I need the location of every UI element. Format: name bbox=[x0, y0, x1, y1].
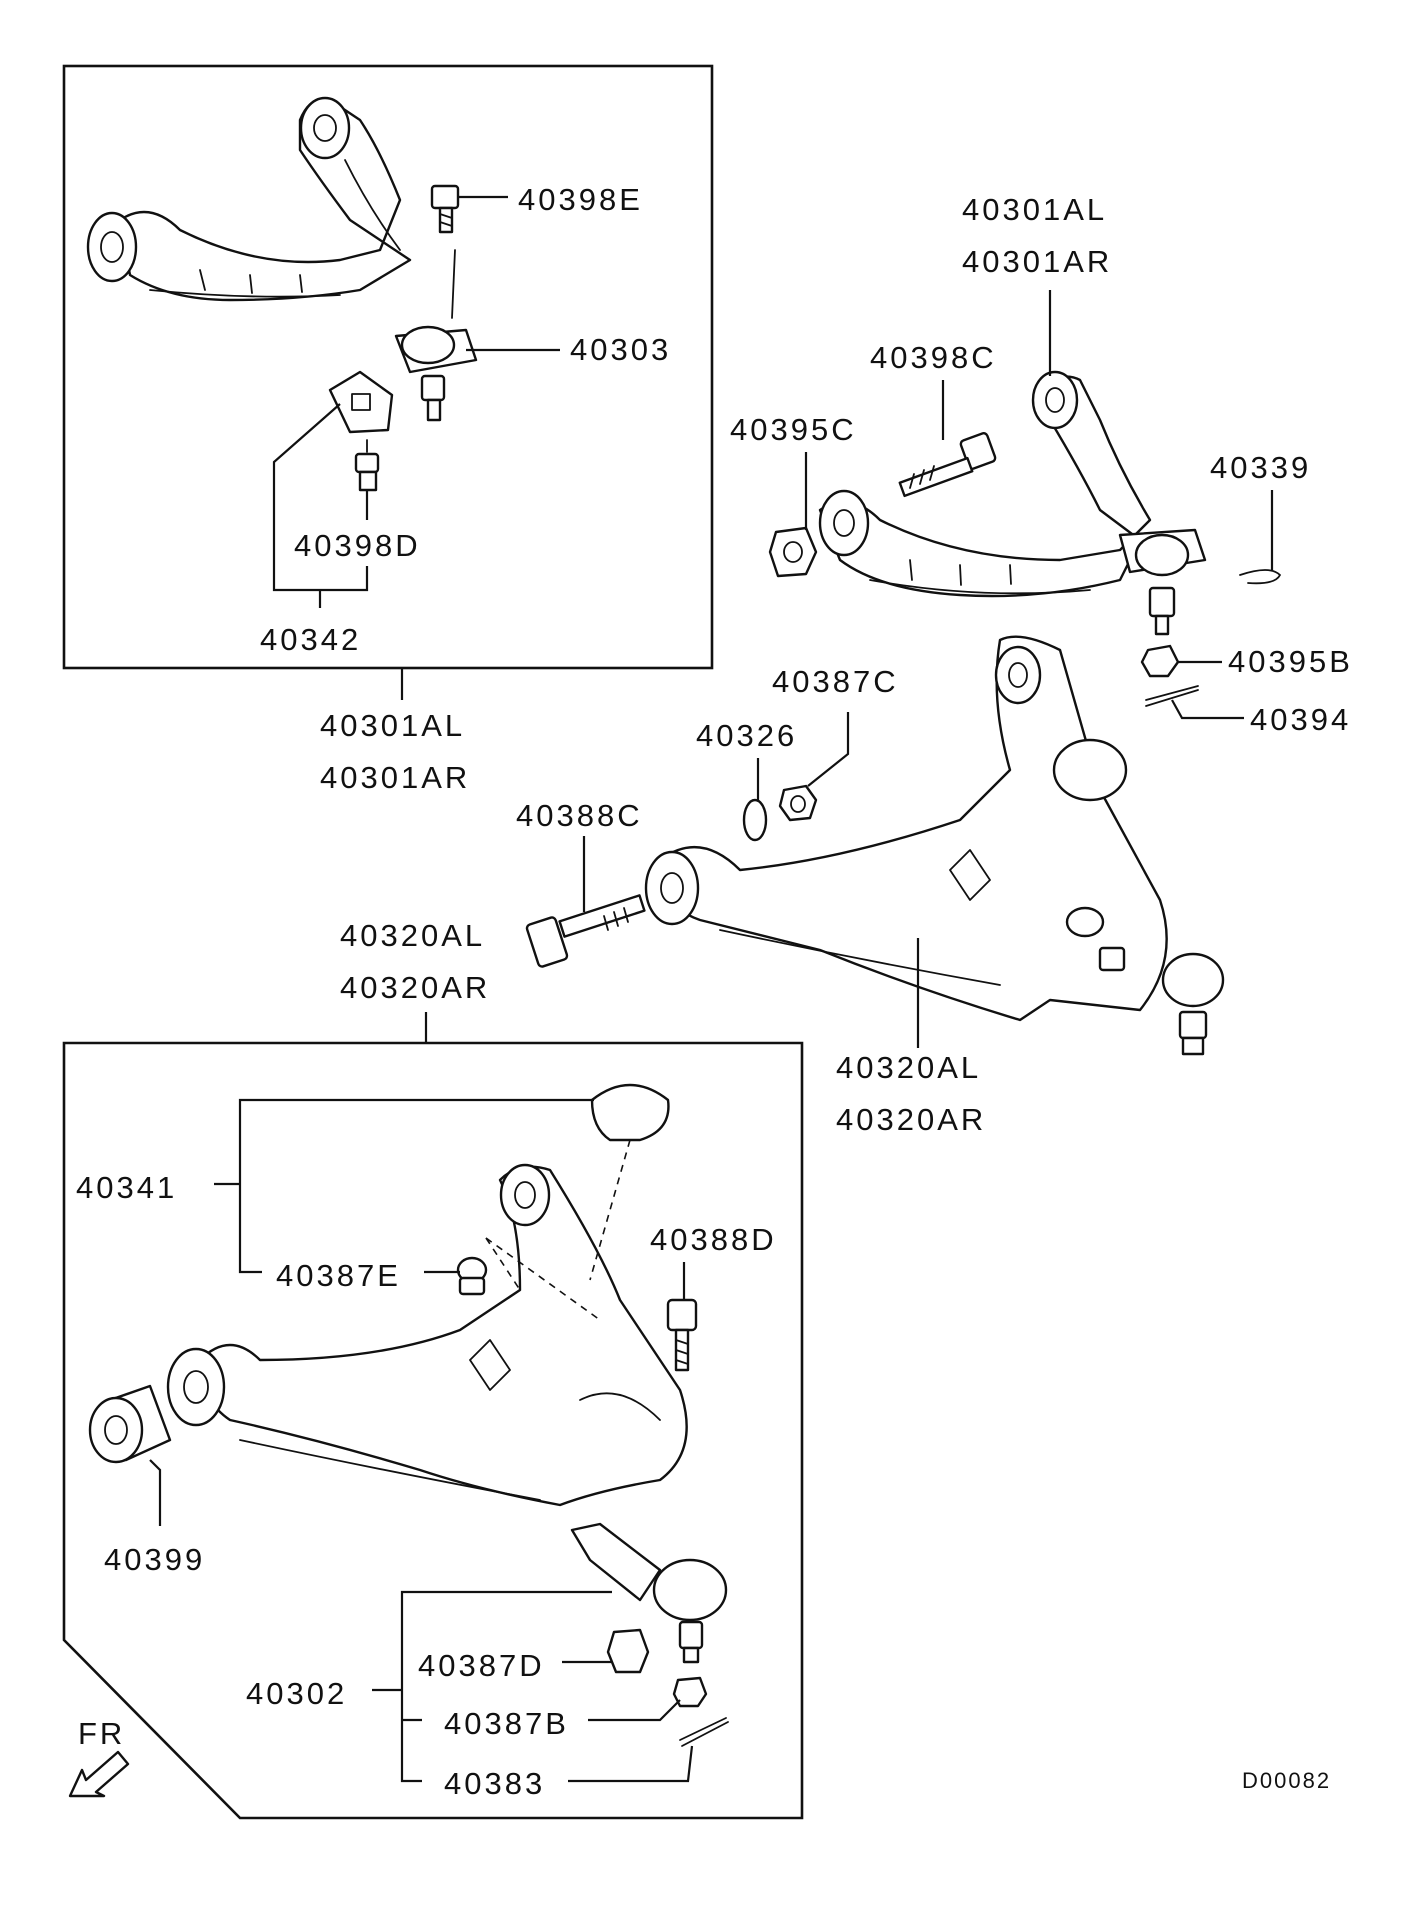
upper-arm-inset-drawing bbox=[86, 96, 412, 302]
leader-40341-bracket bbox=[238, 1098, 594, 1274]
lower-arm-exploded-drawing bbox=[644, 635, 1225, 1056]
cotter-pin-40394-drawing bbox=[1145, 685, 1199, 707]
label-40399: 40399 bbox=[104, 1542, 205, 1577]
lower-arm-detail-frame bbox=[62, 1041, 804, 1820]
bolt-40398C-drawing bbox=[898, 432, 997, 498]
dust-cover-40341-drawing bbox=[590, 1083, 670, 1142]
label-40320AL-right: 40320AL bbox=[836, 1050, 981, 1085]
label-40342: 40342 bbox=[260, 622, 361, 657]
lower-arm-inset-drawing bbox=[166, 1163, 688, 1507]
label-40301AL-inset: 40301AL bbox=[320, 708, 465, 743]
label-40302: 40302 bbox=[246, 1676, 347, 1711]
nut-40387C-drawing bbox=[778, 784, 818, 822]
upper-arm-detail-frame bbox=[62, 64, 714, 670]
label-40301AR-inset: 40301AR bbox=[320, 760, 470, 795]
leader-40399 bbox=[149, 1459, 162, 1526]
label-40388D: 40388D bbox=[650, 1222, 777, 1257]
label-40320AR-right: 40320AR bbox=[836, 1102, 986, 1137]
ball-joint-40302-drawing bbox=[570, 1522, 728, 1664]
label-40387C: 40387C bbox=[772, 664, 899, 699]
label-40395B: 40395B bbox=[1228, 644, 1353, 679]
leader-40342 bbox=[272, 403, 369, 592]
assembly-dash-lower-2 bbox=[485, 1237, 601, 1321]
label-40301AR-exploded: 40301AR bbox=[962, 244, 1112, 279]
label-40326: 40326 bbox=[696, 718, 797, 753]
leader-40387B bbox=[588, 1699, 681, 1722]
label-40301AL-exploded: 40301AL bbox=[962, 192, 1107, 227]
label-40339: 40339 bbox=[1210, 450, 1311, 485]
upper-arm-exploded-drawing bbox=[818, 370, 1207, 636]
bolt-40388C-drawing bbox=[525, 894, 646, 968]
label-40398C: 40398C bbox=[870, 340, 997, 375]
label-40303: 40303 bbox=[570, 332, 671, 367]
label-40398E: 40398E bbox=[518, 182, 643, 217]
diagram-code: D00082 bbox=[1242, 1768, 1331, 1793]
cotter-pin-40339-drawing bbox=[1239, 569, 1281, 585]
bolt-40398E-drawing bbox=[430, 184, 460, 234]
label-40398D: 40398D bbox=[294, 528, 421, 563]
label-40383: 40383 bbox=[444, 1766, 545, 1801]
leader-40394 bbox=[1171, 699, 1244, 720]
bracket-40342-drawing bbox=[328, 370, 394, 492]
nut-40387E-drawing bbox=[456, 1256, 488, 1296]
washer-40326-drawing bbox=[742, 798, 768, 842]
label-40395C: 40395C bbox=[730, 412, 857, 447]
label-40388C: 40388C bbox=[516, 798, 643, 833]
label-40320AR-left: 40320AR bbox=[340, 970, 490, 1005]
nut-40387B-drawing bbox=[672, 1676, 708, 1708]
cotter-pin-40383-drawing bbox=[679, 1717, 729, 1747]
label-40394: 40394 bbox=[1250, 702, 1351, 737]
label-40387D: 40387D bbox=[418, 1648, 545, 1683]
bushing-40399-drawing bbox=[88, 1384, 172, 1464]
nut-40395C-drawing bbox=[768, 526, 818, 578]
nut-40395B-drawing bbox=[1140, 644, 1180, 678]
leader-40302-bracket bbox=[400, 1590, 612, 1783]
leader-40387C bbox=[807, 712, 850, 787]
label-40387B: 40387B bbox=[444, 1706, 569, 1741]
label-40320AL-left: 40320AL bbox=[340, 918, 485, 953]
leader-40383 bbox=[568, 1745, 694, 1783]
label-front-direction: FR bbox=[78, 1716, 125, 1751]
assembly-dash-lower-3 bbox=[485, 1237, 521, 1291]
label-40387E: 40387E bbox=[276, 1258, 401, 1293]
front-arrow-icon bbox=[68, 1750, 130, 1798]
nut-40387D-drawing bbox=[606, 1628, 650, 1674]
label-40341: 40341 bbox=[76, 1170, 177, 1205]
bolt-40388D-drawing bbox=[666, 1298, 698, 1372]
ball-joint-40303-drawing bbox=[394, 249, 478, 422]
assembly-dash-lower-1 bbox=[589, 1139, 631, 1281]
